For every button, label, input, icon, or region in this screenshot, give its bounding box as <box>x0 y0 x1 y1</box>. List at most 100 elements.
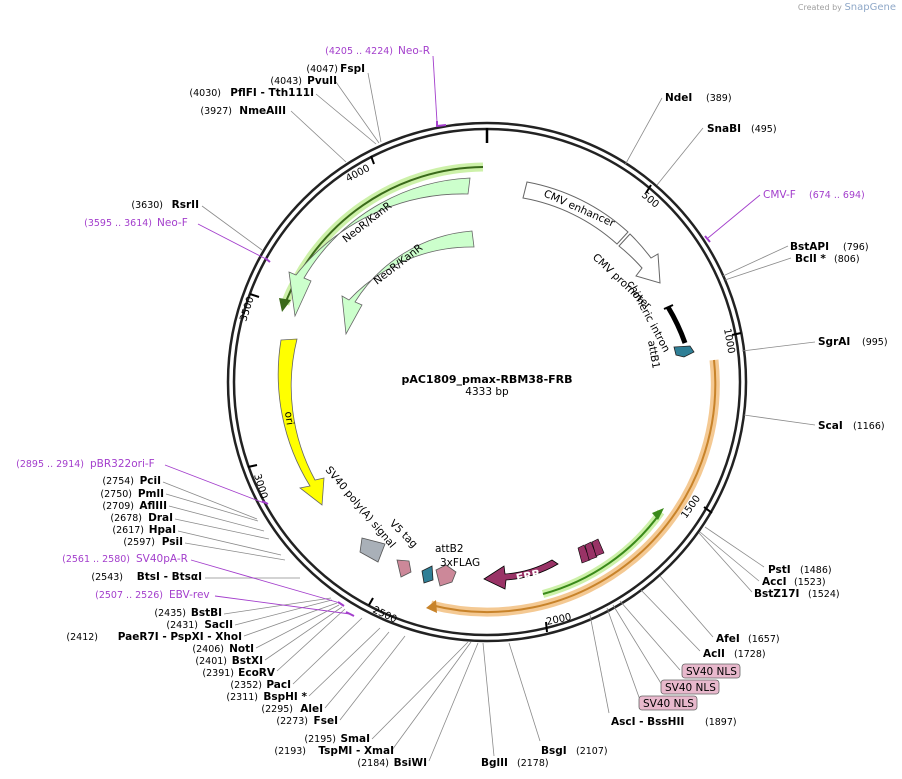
feature-neor-outer-arrowhead <box>279 298 291 312</box>
nls-box-2[interactable] <box>660 679 720 695</box>
site-name-bstapi[interactable]: BstAPI <box>790 241 829 253</box>
nls-box-1[interactable] <box>681 663 741 679</box>
feature-label-ori: ori <box>282 411 296 426</box>
leader-xhoi <box>243 602 338 637</box>
site-pos-psti: (1486) <box>800 565 832 576</box>
feature-frb[interactable] <box>483 559 559 590</box>
nls-box-3[interactable] <box>638 695 698 711</box>
leader-pmli <box>165 493 259 522</box>
site-name-bstbi[interactable]: BstBI <box>191 607 222 619</box>
feature-cmv-enhancer[interactable] <box>522 181 629 245</box>
site-name-hpai[interactable]: HpaI <box>149 524 176 536</box>
site-name-bcli[interactable]: BclI * <box>795 253 826 265</box>
site-name-ecorv[interactable]: EcoRV <box>238 667 276 679</box>
site-name-nmeaiii[interactable]: NmeAIII <box>239 105 286 117</box>
feature-green-orf-arrowhead <box>652 508 664 520</box>
feature-neor-outer[interactable] <box>288 177 471 318</box>
site-name-pmli[interactable]: PmlI <box>138 488 164 500</box>
site-pos-sgrai: (995) <box>862 337 888 348</box>
feature-attb2[interactable] <box>421 565 434 584</box>
site-name-pcii[interactable]: PciI <box>140 475 161 487</box>
site-name-psti[interactable]: PstI <box>768 564 791 576</box>
leader-pvuii <box>335 81 380 144</box>
site-name-fspi[interactable]: FspI <box>340 63 365 75</box>
feature-neor-inner[interactable] <box>341 230 475 336</box>
leader-bstxi <box>264 606 343 661</box>
site-name-smai[interactable]: SmaI <box>341 733 371 745</box>
feature-ori[interactable] <box>277 338 325 506</box>
site-name-bsgi[interactable]: BsgI <box>541 745 567 757</box>
site-name-ndei[interactable]: NdeI <box>665 92 692 104</box>
site-name-sacii[interactable]: SacII <box>204 619 233 631</box>
site-name-btsi[interactable]: BtsI - BtsαI <box>137 571 202 583</box>
site-name-acli[interactable]: AclI <box>703 648 725 660</box>
site-name-bstxi[interactable]: BstXI <box>232 655 263 667</box>
feature-3xflag[interactable] <box>435 564 457 587</box>
site-name-xhoi[interactable]: PaeR7I - PspXI - XhoI <box>118 631 242 643</box>
site-name-xmai[interactable]: TspMI - XmaI <box>318 745 394 757</box>
site-name-pflfi[interactable]: PflFI - Tth111I <box>230 87 314 99</box>
feature-orf-arrowhead <box>426 600 437 613</box>
feature-label-frb: FRB <box>515 567 542 585</box>
site-name-asci[interactable]: AscI - BssHII <box>611 716 684 728</box>
primer-name-neo-f[interactable]: Neo-F <box>157 217 188 229</box>
site-pos-nmeaiii: (3927) <box>200 106 232 117</box>
leader-bsiwi <box>428 642 479 762</box>
feature-nls-arrow-2[interactable] <box>584 541 598 561</box>
site-name-alei[interactable]: AleI <box>300 703 323 715</box>
site-name-bsiwi[interactable]: BsiWI <box>394 757 427 769</box>
primer-name-sv40pa-r[interactable]: SV40pA-R <box>136 553 188 565</box>
leader-pcii <box>162 481 258 520</box>
primer-name-neo-r[interactable]: Neo-R <box>398 45 430 57</box>
feature-cmv-promoter[interactable] <box>618 233 661 284</box>
feature-green-orf-line[interactable] <box>542 511 662 595</box>
site-name-scai[interactable]: ScaI <box>818 420 843 432</box>
site-name-acci[interactable]: AccI <box>762 576 786 588</box>
site-name-bglii[interactable]: BglII <box>481 757 508 769</box>
site-name-noti[interactable]: NotI <box>229 643 254 655</box>
tick-1000 <box>731 332 742 336</box>
site-pos-bsiwi: (2184) <box>357 758 389 769</box>
site-name-drai[interactable]: DraI <box>148 512 173 524</box>
site-name-rsrii[interactable]: RsrII <box>172 199 199 211</box>
feature-attb1[interactable] <box>673 345 695 358</box>
site-pos-smai: (2195) <box>304 734 336 745</box>
site-name-bstz17i[interactable]: BstZ17I <box>754 588 799 600</box>
nls-boxes: SV40 NLS SV40 NLS SV40 NLS <box>638 663 741 711</box>
site-name-psii[interactable]: PsiI <box>162 536 183 548</box>
site-name-fsei[interactable]: FseI <box>314 715 338 727</box>
site-pos-alei: (2295) <box>261 704 293 715</box>
site-pos-rsrii: (3630) <box>131 200 163 211</box>
tick-4000 <box>370 155 375 165</box>
site-name-afliii[interactable]: AflIII <box>139 500 167 512</box>
primer-name-pbr322ori-f[interactable]: pBR322ori-F <box>90 458 155 470</box>
feature-sv40-polya[interactable] <box>359 537 386 563</box>
leaders-left <box>162 72 479 762</box>
site-name-paci[interactable]: PacI <box>266 679 291 691</box>
backbone-outer-ring <box>226 121 748 643</box>
tick-label-2000: 2000 <box>545 612 572 628</box>
feature-nls-arrow-1[interactable] <box>577 544 591 564</box>
leader-nls-2 <box>612 604 663 686</box>
primer-leader-neo-r <box>432 55 438 123</box>
feature-label-cmv-enhancer: CMV enhancer <box>542 188 617 230</box>
leader-ndei <box>624 97 663 166</box>
site-pos-psii: (2597) <box>123 537 155 548</box>
primer-pos-cmv-f: (674 .. 694) <box>809 190 865 201</box>
feature-orf-line[interactable] <box>430 359 717 613</box>
site-name-sgrai[interactable]: SgrAI <box>818 336 850 348</box>
site-pos-bsphi: (2311) <box>226 692 258 703</box>
site-name-snabi[interactable]: SnaBI <box>707 123 741 135</box>
site-name-pvuii[interactable]: PvuII <box>307 75 337 87</box>
feature-chimeric-intron[interactable] <box>665 305 688 344</box>
primer-name-ebv-rev[interactable]: EBV-rev <box>169 589 210 601</box>
site-name-bsphi[interactable]: BspHI * <box>263 691 307 703</box>
feature-nls-arrow-3[interactable] <box>591 538 605 557</box>
feature-v5-tag[interactable] <box>396 559 412 578</box>
leaders-right <box>482 97 816 757</box>
site-name-afei[interactable]: AfeI <box>716 633 740 645</box>
tick-3500 <box>249 293 260 298</box>
primer-name-cmv-f[interactable]: CMV-F <box>763 189 796 201</box>
site-pos-bstz17i: (1524) <box>808 589 840 600</box>
leader-bcli <box>724 257 792 281</box>
